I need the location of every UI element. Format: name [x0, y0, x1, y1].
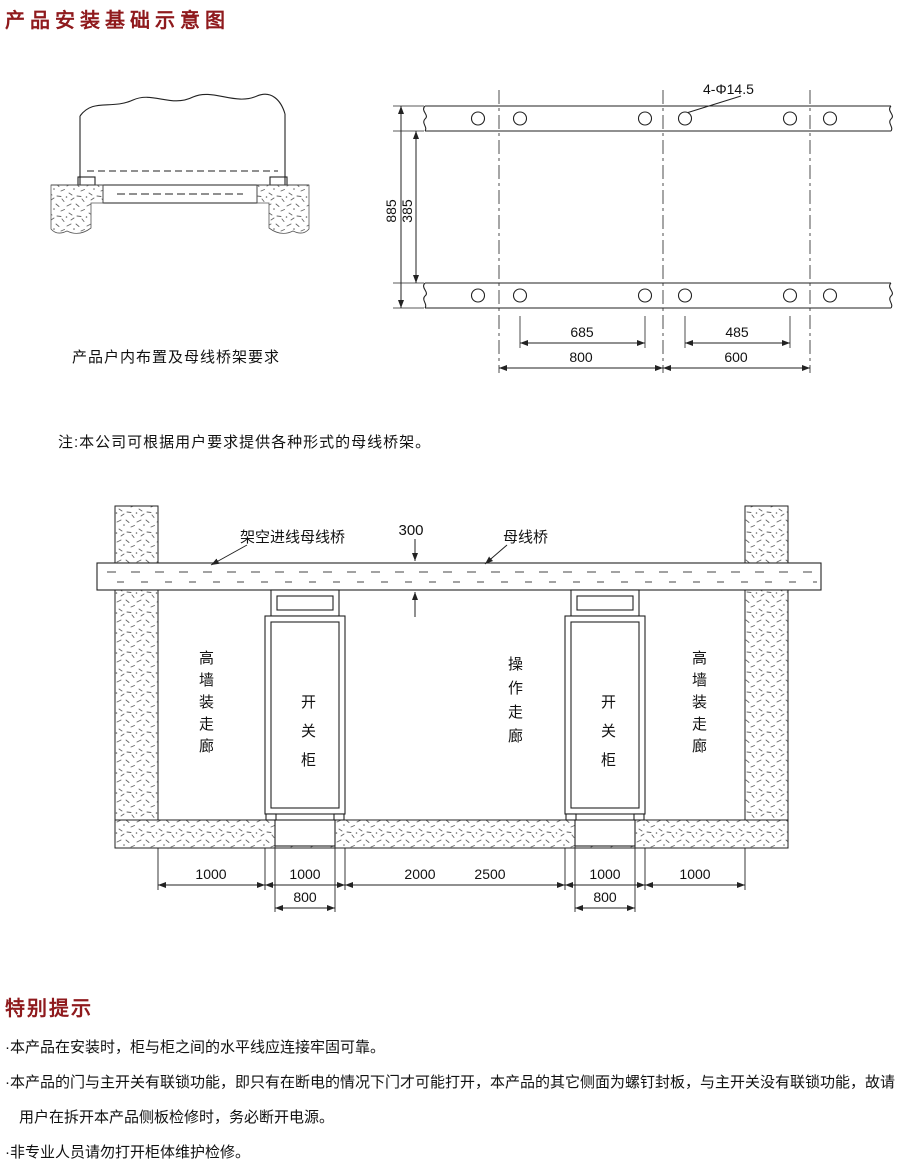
extension-lines	[393, 105, 791, 348]
dim-385: 385	[399, 199, 415, 223]
corridor-label-right: 高墙装走廊	[690, 650, 707, 760]
dimension-lines	[398, 95, 810, 371]
hole-leader-line	[687, 95, 742, 113]
foundation-block-left	[50, 184, 104, 234]
cabinet-label-right: 开关柜	[599, 694, 616, 781]
special-notes-heading: 特别提示	[5, 998, 93, 1020]
dim-cabinet-left: 1000	[289, 866, 320, 882]
special-notes-list: ·本产品在安装时，柜与柜之间的水平线应连接牢固可靠。 ·本产品的门与主开关有联锁…	[5, 1030, 905, 1170]
centerlines	[498, 90, 811, 373]
dim-pit-right: 800	[593, 889, 617, 905]
ground-band	[114, 819, 789, 849]
bus-bridge-band	[96, 562, 822, 591]
wall-left	[114, 505, 159, 821]
special-note-item: ·本产品的门与主开关有联锁功能，即只有在断电的情况下门才可能打开，本产品的其它侧…	[5, 1074, 896, 1126]
room-layout-section-diagram: 架空进线母线桥 300 母线桥 1000 1000 2000 2500 1000…	[96, 505, 822, 912]
bus-bridge-label: 母线桥	[503, 529, 548, 546]
dim-885: 885	[383, 199, 399, 223]
special-note-item: ·本产品在安装时，柜与柜之间的水平线应连接牢固可靠。	[5, 1039, 385, 1056]
dim-300: 300	[398, 522, 423, 539]
dim-485: 485	[725, 324, 749, 340]
dim-pit-left: 800	[293, 889, 317, 905]
dim-cabinet-right: 1000	[589, 866, 620, 882]
dim-685: 685	[570, 324, 594, 340]
bus-bridge-leader	[484, 544, 508, 565]
note-text: 注:本公司可根据用户要求提供各种形式的母线桥架。	[58, 434, 432, 451]
cabinet-foundation-detail-diagram	[50, 93, 310, 234]
corridor-label-left: 高墙装走廊	[197, 650, 214, 760]
dim-corridor-right: 1000	[679, 866, 710, 882]
foundation-block-right	[256, 184, 310, 234]
dim-600: 600	[724, 349, 748, 365]
overhead-bus-label: 架空进线母线桥	[240, 529, 345, 546]
busbar-bracket-plan-diagram: 685 485 800 600 885 385 4-Φ14.5	[383, 81, 893, 373]
bottom-dimensions	[157, 846, 746, 912]
switch-cabinet-right	[564, 589, 646, 847]
walls	[114, 505, 789, 821]
dim-corridor-left: 1000	[195, 866, 226, 882]
dim-center-2500: 2500	[474, 866, 505, 882]
dim-center-2000: 2000	[404, 866, 435, 882]
overhead-bus-leader	[210, 544, 248, 566]
mounting-rails	[423, 105, 893, 309]
leader-lines	[210, 539, 508, 617]
switch-cabinet-left	[264, 589, 346, 847]
corridor-label-center: 操作走廊	[506, 656, 523, 752]
page-title: 产品安装基础示意图	[5, 10, 230, 32]
wall-right	[744, 505, 789, 821]
special-note-item: ·非专业人员请勿打开柜体维护检修。	[5, 1144, 250, 1161]
cabinet-label-left: 开关柜	[299, 694, 316, 781]
hole-spec-label: 4-Φ14.5	[703, 81, 754, 97]
dim-800: 800	[569, 349, 593, 365]
detail-figure-caption: 产品户内布置及母线桥架要求	[72, 349, 281, 366]
cabinet-outline	[77, 93, 288, 186]
